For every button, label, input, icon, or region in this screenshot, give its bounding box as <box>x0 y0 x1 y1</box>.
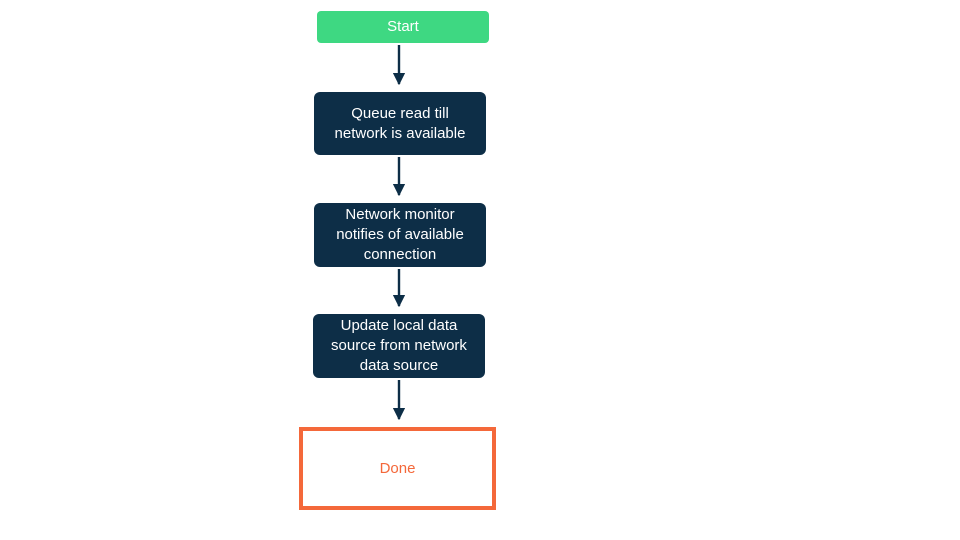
node-start[interactable]: Start <box>317 11 489 43</box>
node-done[interactable]: Done <box>299 427 496 510</box>
node-update-local-data-source[interactable]: Update local data source from network da… <box>313 314 485 378</box>
node-queue-read[interactable]: Queue read till network is available <box>314 92 486 155</box>
node-network-monitor[interactable]: Network monitor notifies of available co… <box>314 203 486 267</box>
